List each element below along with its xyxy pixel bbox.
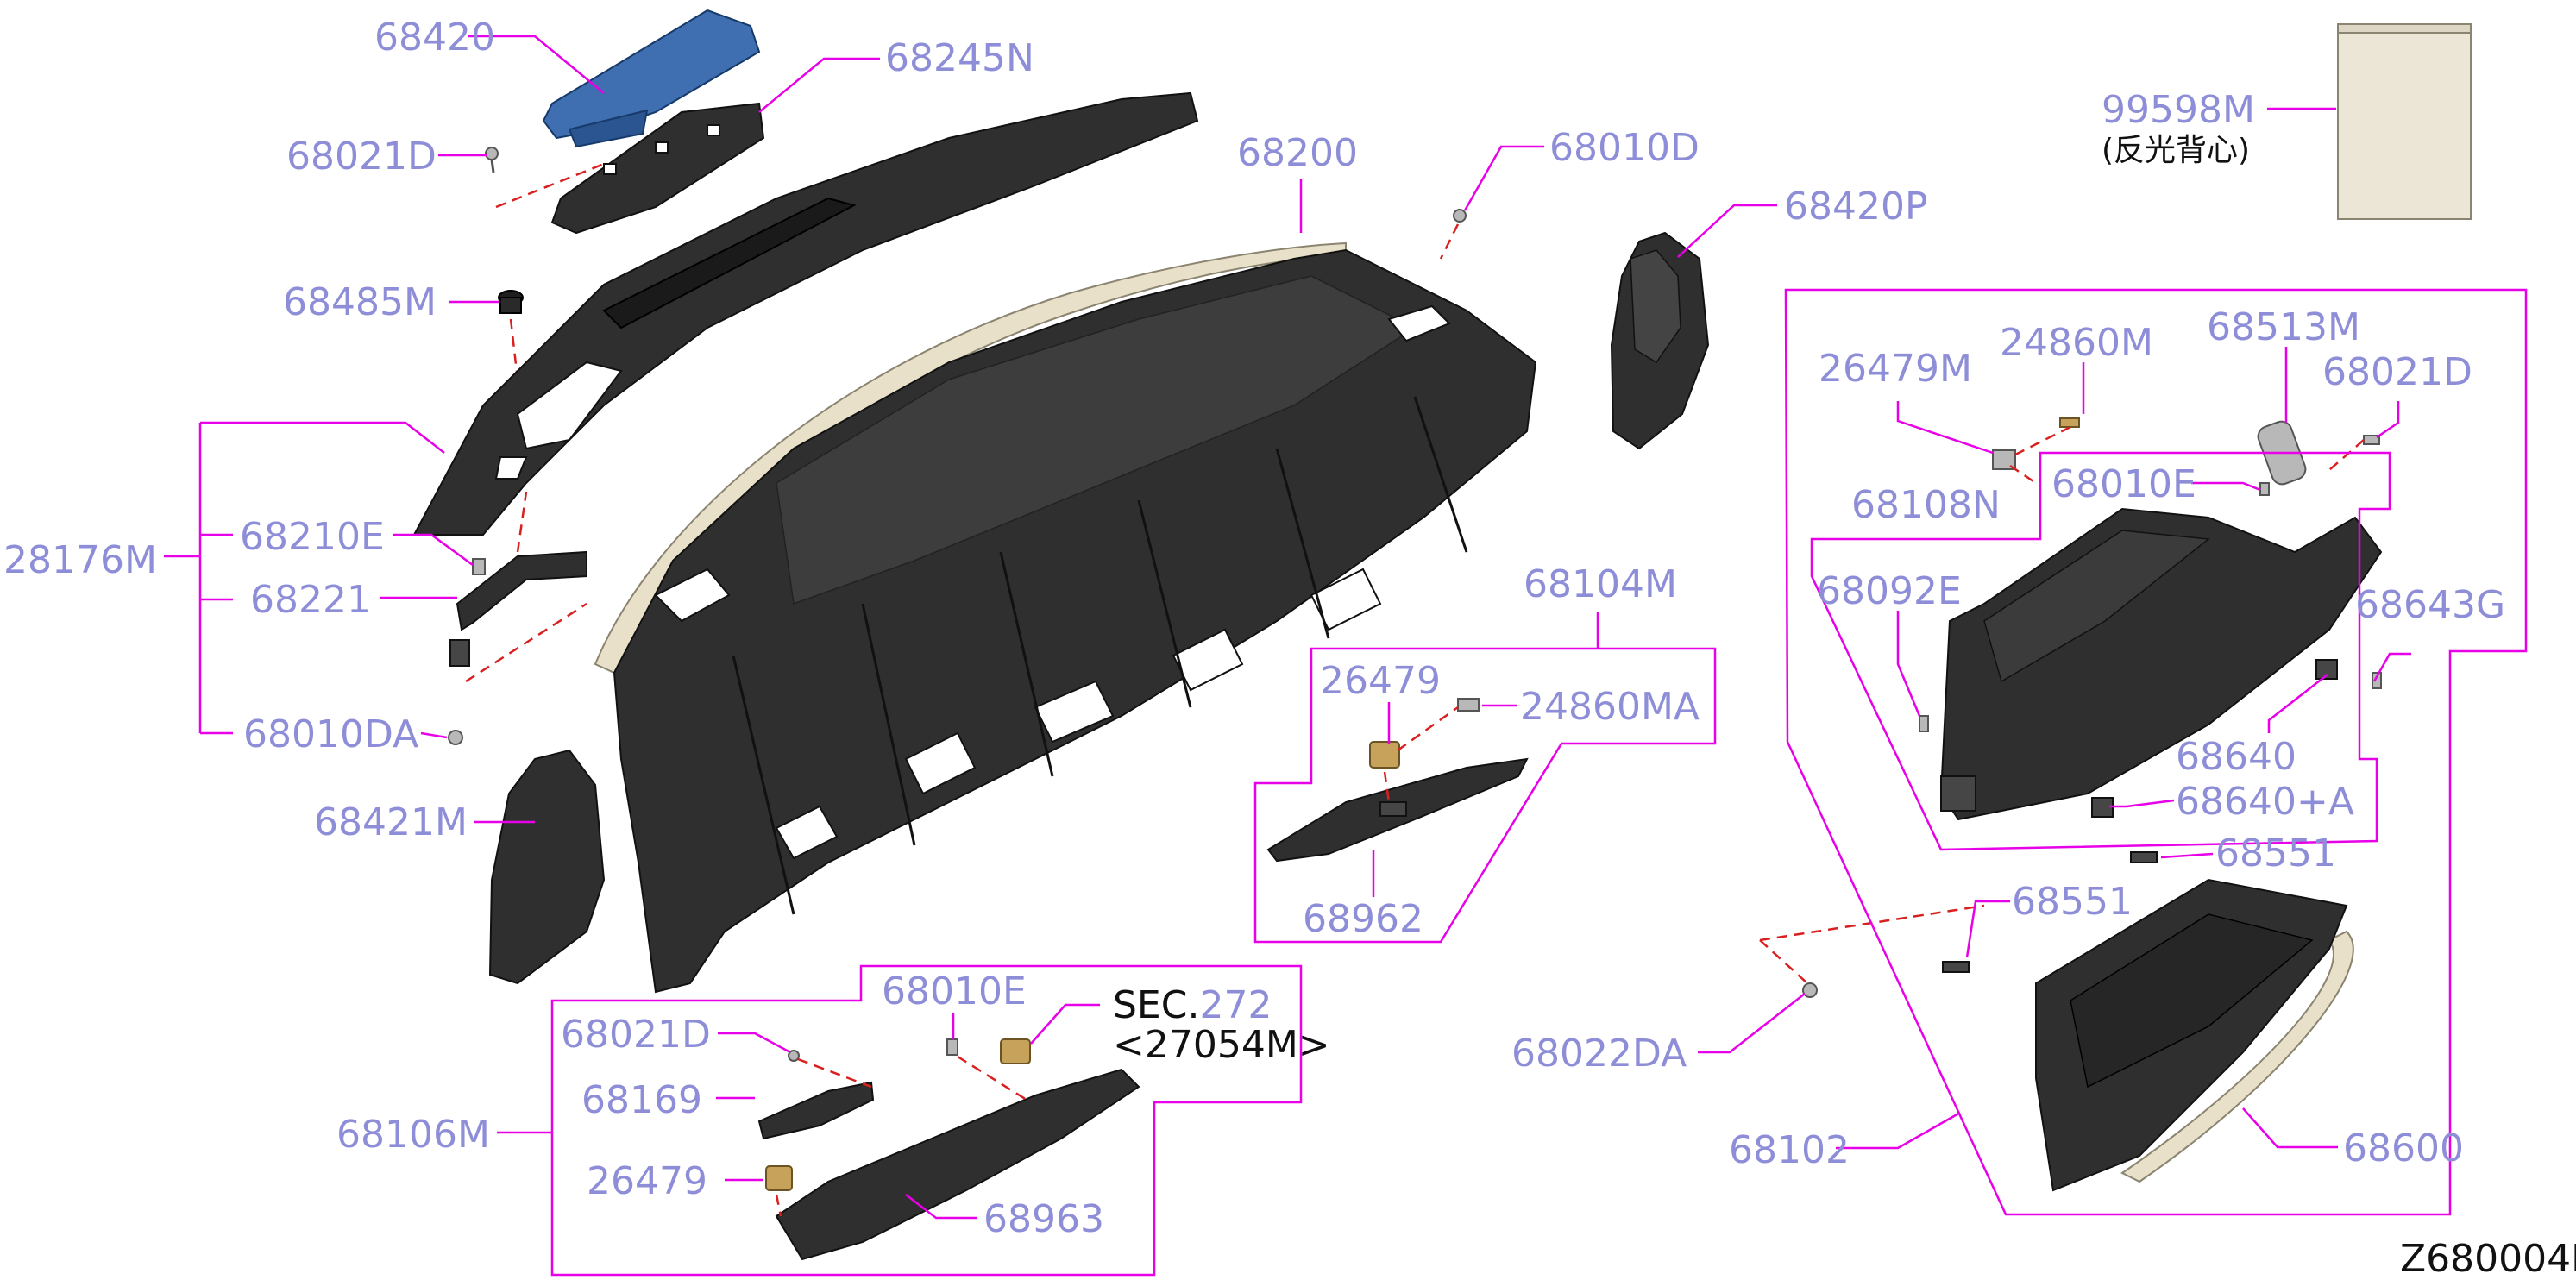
bracket-icon <box>550 102 765 235</box>
screw-icon <box>448 730 463 745</box>
meter-hood-icon <box>542 9 761 148</box>
label-68551-a: 68551 <box>2215 831 2336 875</box>
screw-icon <box>1453 209 1467 223</box>
label-24860M: 24860M <box>2000 321 2153 365</box>
label-sec-reference: SEC.272 <box>1113 983 1272 1027</box>
label-68010E-right: 68010E <box>2051 462 2196 506</box>
hinge-pin-icon <box>1942 851 2158 973</box>
leader-lines <box>164 35 2528 1277</box>
label-68640: 68640 <box>2176 735 2296 779</box>
label-68420: 68420 <box>374 16 495 60</box>
connector-icon <box>1369 741 1400 769</box>
screw-icon <box>788 1050 800 1062</box>
label-68010E-bottom: 68010E <box>882 969 1027 1013</box>
lower-knee-panel-icon <box>775 1068 1140 1261</box>
grommet-icon <box>498 290 524 314</box>
label-99598M-note: (反光背心) <box>2102 133 2250 168</box>
clip-icon <box>472 558 486 575</box>
label-68106M: 68106M <box>336 1113 490 1157</box>
label-68092E: 68092E <box>1817 569 1962 613</box>
clip-icon <box>946 1038 958 1056</box>
label-99598M: 99598M <box>2102 88 2255 132</box>
label-68021D-bottom: 68021D <box>561 1013 711 1057</box>
label-68962: 68962 <box>1303 897 1423 941</box>
rail-bracket-icon <box>449 550 587 667</box>
label-68104M: 68104M <box>1524 562 1677 606</box>
screw-icon <box>1802 982 1818 998</box>
label-68021D-top: 68021D <box>286 135 437 179</box>
label-26479-mid: 26479 <box>1320 659 1441 703</box>
dash-upper-cover-icon <box>412 91 1199 536</box>
sensor-icon <box>2059 417 2080 428</box>
label-sec-part: <27054M> <box>1113 1023 1330 1067</box>
lower-bracket-icon <box>1266 757 1529 863</box>
label-26479-bottom: 26479 <box>587 1159 707 1203</box>
bracket-icon <box>757 1081 875 1140</box>
label-68102: 68102 <box>1729 1128 1850 1172</box>
dashboard-frame-icon <box>594 242 1537 994</box>
label-68022DA: 68022DA <box>1511 1032 1687 1076</box>
label-68108N: 68108N <box>1851 483 2001 527</box>
label-68421M: 68421M <box>314 800 468 844</box>
label-68200: 68200 <box>1237 131 1358 175</box>
label-68010DA: 68010DA <box>243 712 418 756</box>
side-cover-left-icon <box>488 749 606 985</box>
connector-icon <box>1000 1038 1031 1064</box>
label-68021D-right: 68021D <box>2322 350 2472 394</box>
latch-icon <box>2091 659 2338 818</box>
glove-box-icon <box>2035 878 2354 1192</box>
label-68221: 68221 <box>250 578 371 622</box>
drawing-id: Z680004B <box>2400 1237 2576 1280</box>
label-24860MA: 24860MA <box>1520 685 1700 729</box>
label-68643G: 68643G <box>2355 583 2505 627</box>
label-28176M: 28176M <box>3 538 157 582</box>
label-68640A: 68640+A <box>2176 780 2354 824</box>
label-68600: 68600 <box>2343 1126 2464 1170</box>
label-68485M: 68485M <box>283 280 437 324</box>
label-68169: 68169 <box>581 1078 702 1122</box>
glove-box-housing-icon <box>1939 507 2383 821</box>
label-68010D: 68010D <box>1549 126 1700 170</box>
part-labels: 68420 68245N 68021D 68485M 28176M 68210E… <box>3 16 2576 1280</box>
side-panel-right-icon <box>1610 231 1710 450</box>
screw-icon <box>485 147 499 173</box>
label-26479M: 26479M <box>1819 347 1972 391</box>
sensor-icon <box>1457 698 1480 712</box>
connector-icon <box>1992 449 2016 470</box>
label-68245N: 68245N <box>885 36 1034 80</box>
label-68513M: 68513M <box>2207 305 2360 349</box>
label-68963: 68963 <box>983 1197 1104 1241</box>
label-68551-b: 68551 <box>2012 880 2133 924</box>
connector-icon <box>765 1165 793 1191</box>
label-68210E: 68210E <box>240 515 385 559</box>
label-68420P: 68420P <box>1784 185 1928 229</box>
reflective-vest-case-icon <box>2337 23 2472 220</box>
